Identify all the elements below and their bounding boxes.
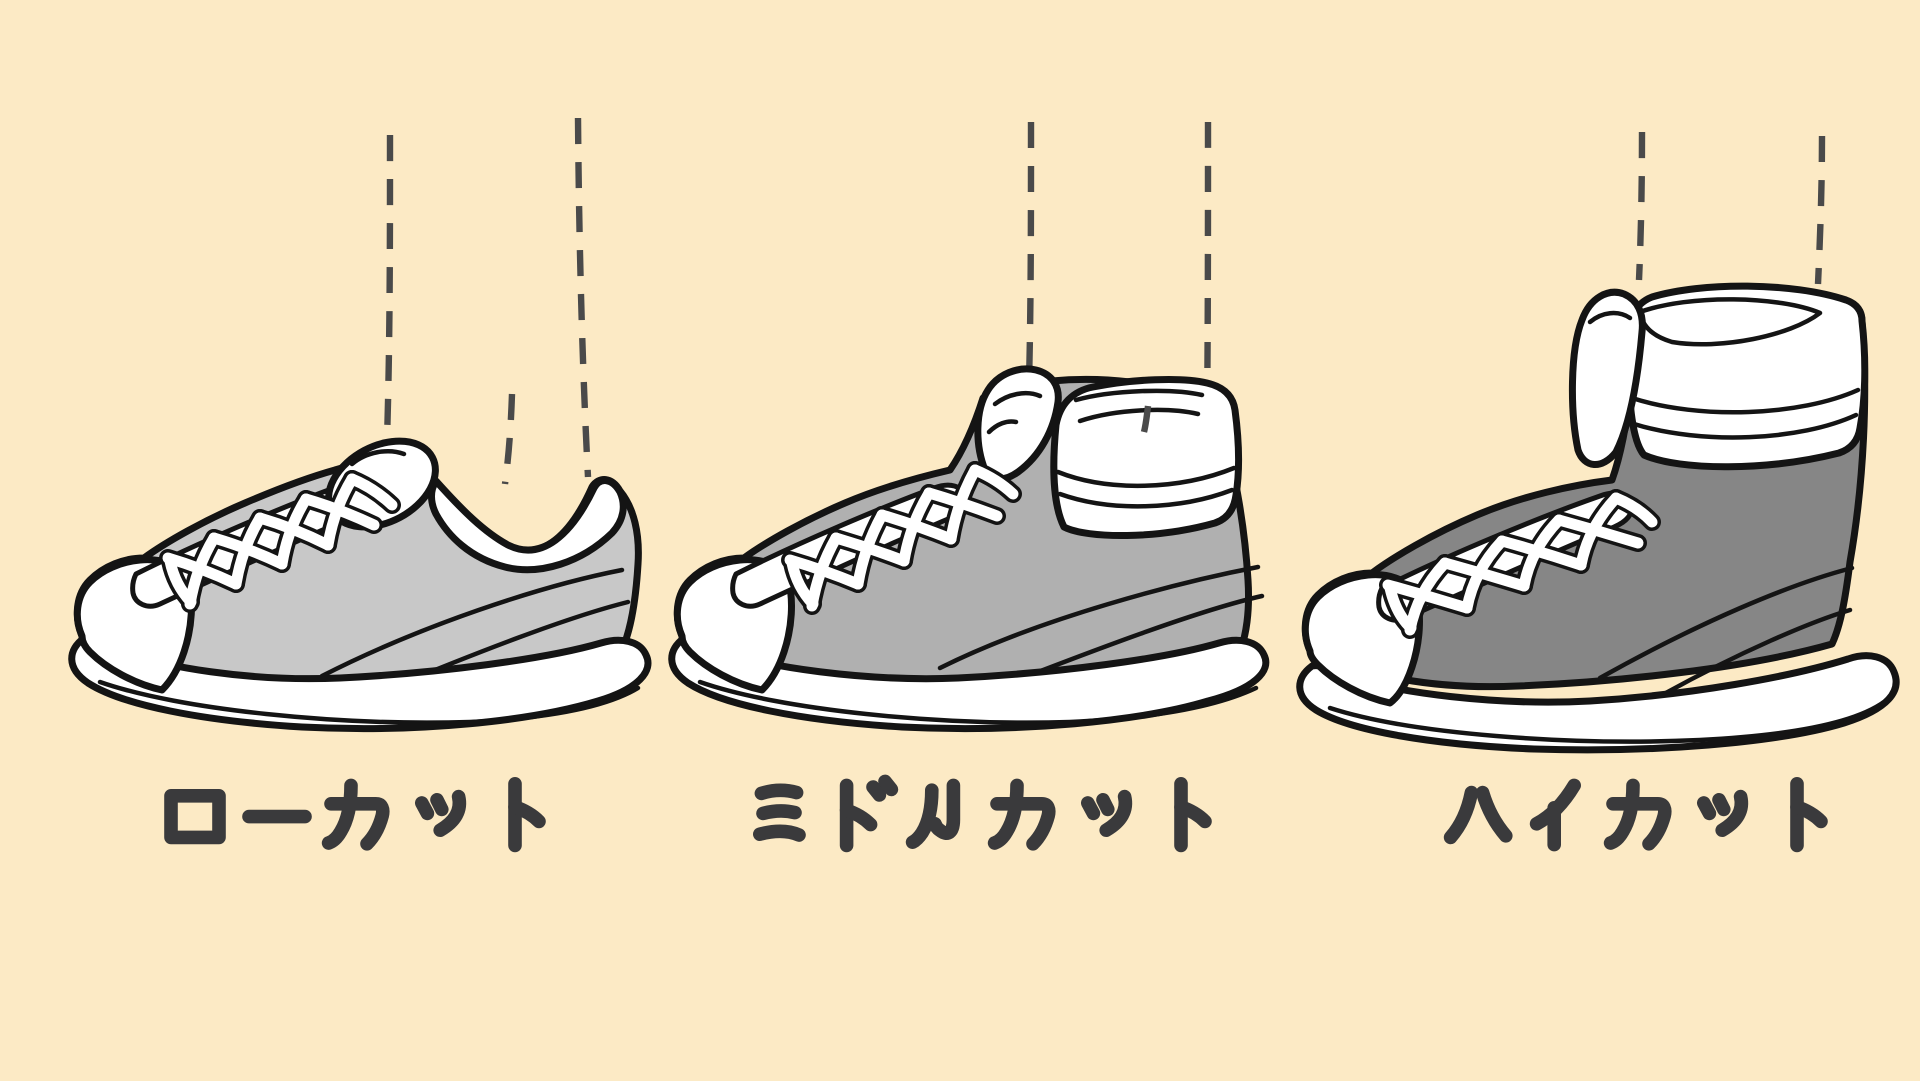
heel-seam-line [1661,607,1853,697]
tongue-seam-line [986,419,1019,435]
glyph [905,778,961,850]
shoe-middle-cut-figure [668,121,1270,853]
leg-line-back [1203,121,1212,425]
glyph [753,783,806,842]
ankle-guide-dashed-lines-middle [1025,121,1212,425]
tongue-seam-line [349,449,407,467]
leg-line-inside-opening [1140,405,1152,433]
glyph [987,778,1056,851]
glyph [415,789,467,838]
leg-line-front [1635,131,1646,281]
label-low-cut [164,777,546,853]
cuff-seam-line [1629,387,1861,415]
ankle-collar [428,477,627,574]
glyph [1081,789,1133,838]
label-middle-cut [753,774,1212,853]
ankle-cuff [1050,376,1243,540]
glyph [164,789,226,845]
leg-line-back [574,117,592,478]
leg-line-middle-short [501,393,516,485]
heel-seam-line [937,564,1261,671]
sole [668,634,1270,733]
ankle-guide-dashed-lines-high [1635,131,1826,285]
cuff-seam-line [1055,465,1237,488]
ankle-guide-dashed-lines-low [383,117,592,485]
leg-line-front [383,134,394,441]
tongue-seam-line [1587,310,1633,325]
glyph [1697,789,1749,838]
cuff-seam-line [1631,412,1859,440]
leg-line-front [1025,121,1035,383]
glyph [1174,777,1212,853]
glyph [839,774,899,853]
leg-line-back [1814,135,1826,285]
glyph [321,778,390,851]
tongue-seam-line [992,391,1043,407]
glyph [1529,778,1582,852]
glyph [1790,777,1828,853]
heel-seam-line [1597,565,1855,681]
glyph [508,777,546,853]
glyph [1443,785,1513,845]
shoe-low-cut-figure [68,117,652,853]
label-high-cut [1443,777,1828,853]
glyph [1603,778,1672,851]
opening-inner-line [1077,407,1201,424]
tongue [1568,288,1646,468]
shoe-high-cut-figure [1296,131,1900,853]
cuff-seam-line [1057,487,1235,509]
opening-rim [1637,297,1823,347]
outsole-seam-line [697,679,1259,725]
outsole-seam-line [1327,699,1887,744]
opening-rim-line [1073,388,1205,403]
sole [1296,652,1900,754]
outsole-seam-line [97,679,641,725]
heel-seam-line [319,567,625,679]
